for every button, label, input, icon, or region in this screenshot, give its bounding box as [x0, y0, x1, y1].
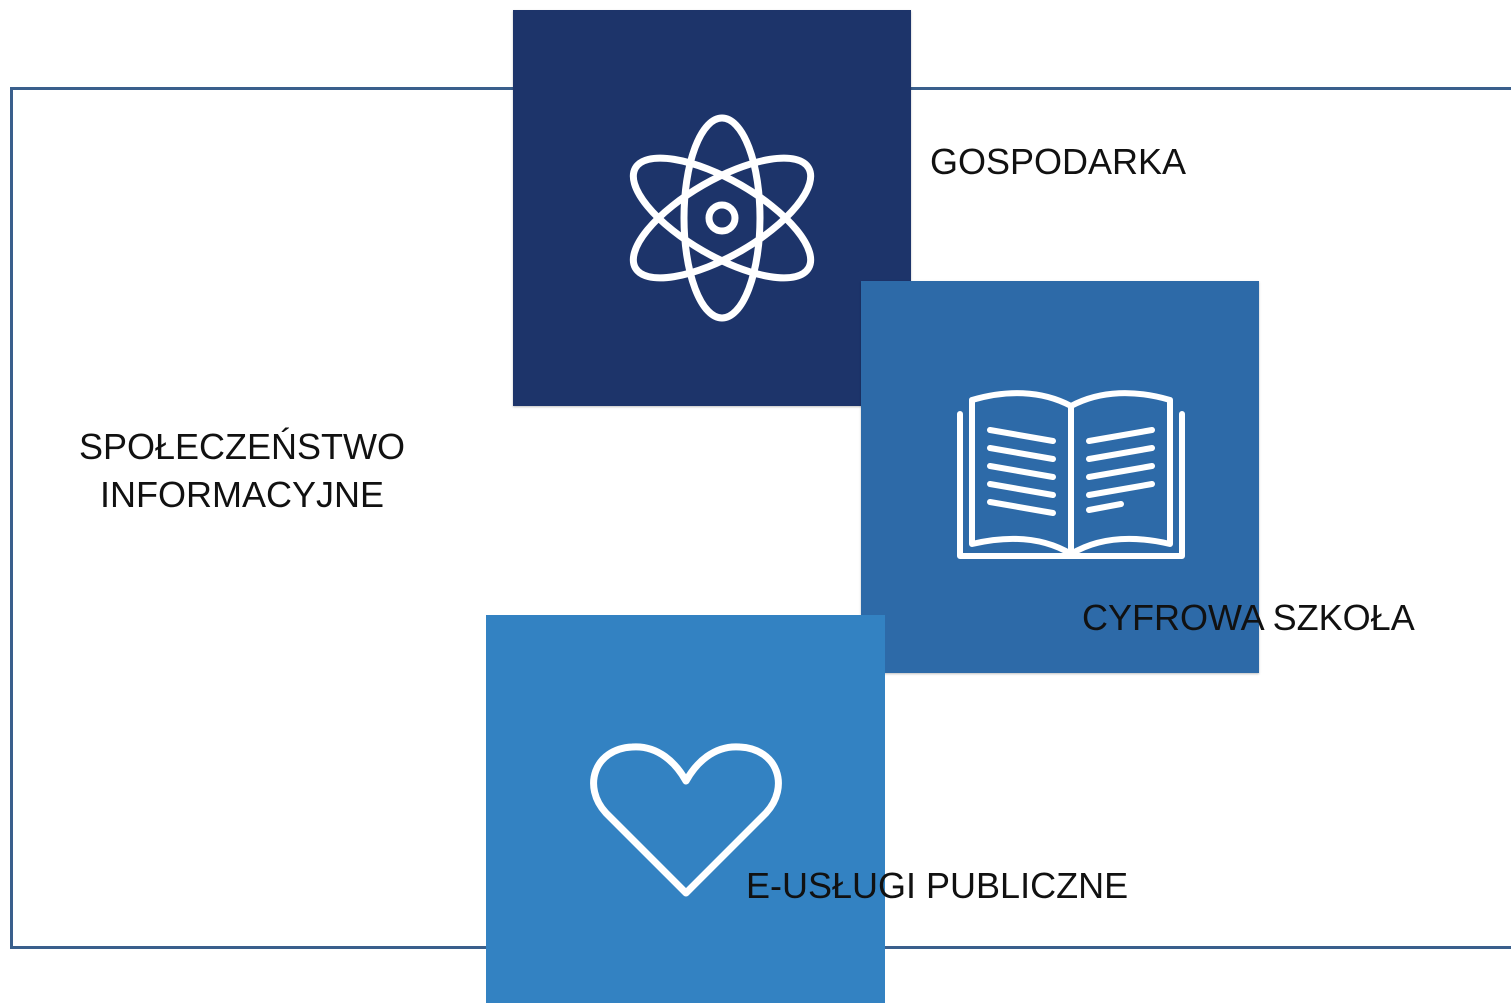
label-gospodarka: GOSPODARKA [930, 141, 1187, 182]
tile-cyfrowa-szkola [861, 281, 1259, 673]
tile-e-uslugi [486, 615, 885, 1003]
main-label-line1: SPOŁECZEŃSTWO [78, 426, 406, 467]
label-e-uslugi: E-USŁUGI PUBLICZNE [746, 865, 1129, 906]
label-cyfrowa-szkola: CYFROWA SZKOŁA [1082, 597, 1415, 638]
main-label: SPOŁECZEŃSTWO INFORMACYJNE [62, 423, 422, 518]
main-label-line2: INFORMACYJNE [99, 473, 384, 515]
heart-icon [590, 743, 782, 897]
book-icon [957, 390, 1185, 559]
atom-icon [629, 114, 815, 322]
tile-gospodarka [513, 10, 911, 406]
